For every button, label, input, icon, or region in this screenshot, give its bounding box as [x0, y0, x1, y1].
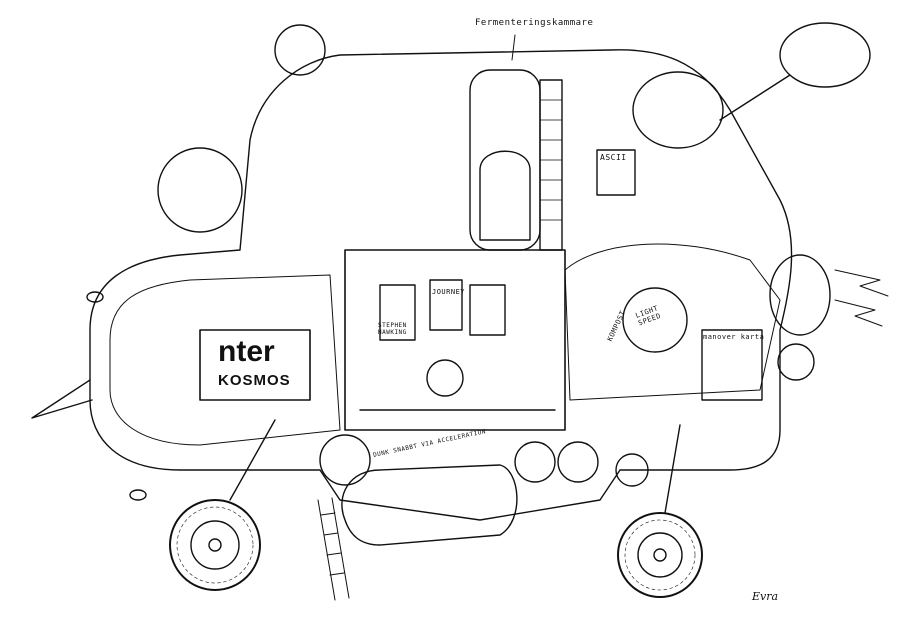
bookshelf-shelves	[539, 99, 563, 221]
ascii-poster	[596, 149, 636, 196]
rocket-tube	[341, 464, 518, 546]
vehicle-hull-inner	[109, 274, 341, 446]
label-stephen-hawking: STEPHEN HAWKING	[378, 322, 407, 336]
thruster-pod	[769, 254, 831, 336]
gear-bottom-left	[319, 434, 371, 486]
fan-left	[514, 441, 556, 483]
lightning-bolts	[834, 269, 889, 327]
wheel-strut-left	[229, 419, 276, 501]
wheel-right	[617, 512, 703, 598]
label-signature: Evra	[752, 590, 779, 603]
poster-journey	[429, 279, 463, 331]
nose-spike	[31, 379, 93, 419]
floating-capsule-left	[86, 291, 104, 303]
bookshelf-tower	[539, 79, 563, 251]
wheel-strut-right	[664, 424, 681, 514]
floating-capsule-bottom	[129, 489, 147, 501]
inter-kosmos-sign	[199, 329, 311, 401]
label-fermenteringskammare: Fermenteringskammare	[475, 18, 594, 28]
label-kosmos: KOSMOS	[218, 372, 291, 389]
poster-right	[469, 284, 506, 336]
light-speed-dial	[622, 287, 688, 353]
manover-karta-screen	[701, 329, 763, 401]
forest-zone	[564, 243, 781, 401]
fermentation-tank	[479, 150, 531, 241]
label-manover-karta: manover karta	[703, 333, 765, 341]
room-table	[426, 359, 464, 397]
left-dome	[157, 147, 243, 233]
ladder	[317, 497, 350, 601]
fan-mid	[557, 441, 599, 483]
poster-stephen-hawking	[379, 284, 416, 341]
radar-pod	[779, 22, 871, 88]
top-left-bubble	[274, 24, 326, 76]
leader-line	[511, 34, 516, 61]
label-ascii: ASCII	[600, 153, 627, 162]
cockpit-window	[632, 71, 724, 149]
fan-right	[615, 453, 649, 487]
label-journey: JOURNEY	[432, 288, 466, 296]
central-room	[344, 249, 566, 431]
vehicle-body	[89, 49, 793, 521]
label-inter: nter	[218, 335, 275, 368]
antenna-mast	[719, 74, 791, 121]
right-bubble	[777, 343, 815, 381]
wheel-left	[169, 499, 261, 591]
